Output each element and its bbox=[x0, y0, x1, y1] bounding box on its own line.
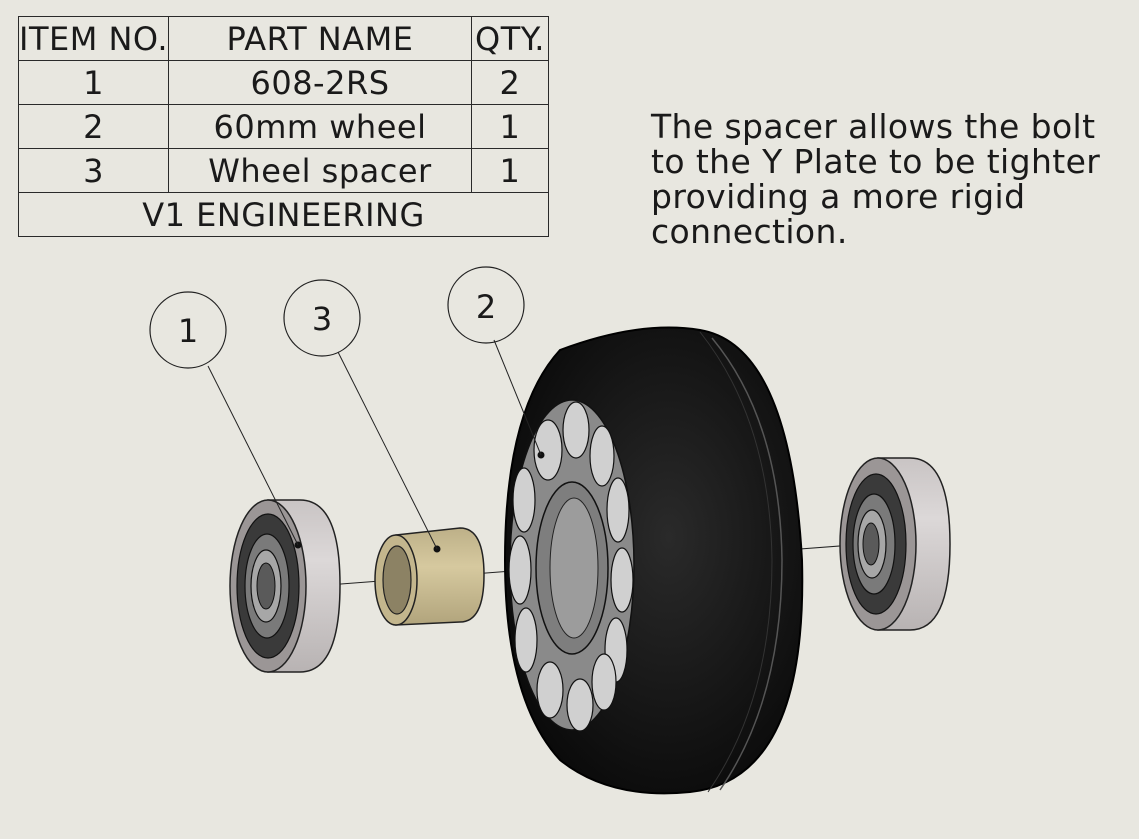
bom-item-number: 3 bbox=[18, 148, 169, 193]
balloon-1: 1 bbox=[149, 291, 227, 369]
balloon-3-label: 3 bbox=[312, 300, 332, 338]
bom-header-part: PART NAME bbox=[167, 16, 472, 61]
bom-quantity: 1 bbox=[470, 104, 549, 149]
bom-row: 3 Wheel spacer 1 bbox=[18, 148, 549, 193]
bom-header-item: ITEM NO. bbox=[18, 16, 169, 61]
bearing-right bbox=[839, 457, 951, 631]
wheel-spacer bbox=[374, 527, 485, 626]
balloon-leaders bbox=[207, 339, 542, 550]
balloon-3: 3 bbox=[283, 279, 361, 357]
wheel-hub-holes bbox=[508, 401, 634, 732]
note-line: The spacer allows the bolt bbox=[651, 107, 1096, 146]
wheel-60mm bbox=[503, 326, 804, 795]
bom-header-qty: QTY. bbox=[470, 16, 549, 61]
bill-of-materials-table: ITEM NO. PART NAME QTY. 1 608-2RS 2 2 60… bbox=[18, 16, 549, 237]
note-line: providing a more rigid bbox=[651, 177, 1026, 216]
balloon-2-label: 2 bbox=[476, 288, 496, 326]
note-line: to the Y Plate to be tighter bbox=[651, 142, 1101, 181]
bom-quantity: 2 bbox=[470, 60, 549, 105]
balloon-2: 2 bbox=[447, 266, 525, 344]
bearing-left bbox=[229, 499, 341, 673]
note-line: connection. bbox=[651, 212, 848, 251]
assembly-note: The spacer allows the bolt to the Y Plat… bbox=[651, 109, 1131, 249]
bom-item-number: 2 bbox=[18, 104, 169, 149]
bom-header-row: ITEM NO. PART NAME QTY. bbox=[18, 16, 549, 61]
bom-footer-company: V1 ENGINEERING bbox=[18, 192, 549, 237]
bom-part-name: 60mm wheel bbox=[167, 104, 472, 149]
balloon-1-label: 1 bbox=[178, 312, 198, 350]
bom-part-name: Wheel spacer bbox=[167, 148, 472, 193]
bom-quantity: 1 bbox=[470, 148, 549, 193]
bom-footer-row: V1 ENGINEERING bbox=[18, 192, 549, 237]
bom-row: 2 60mm wheel 1 bbox=[18, 104, 549, 149]
